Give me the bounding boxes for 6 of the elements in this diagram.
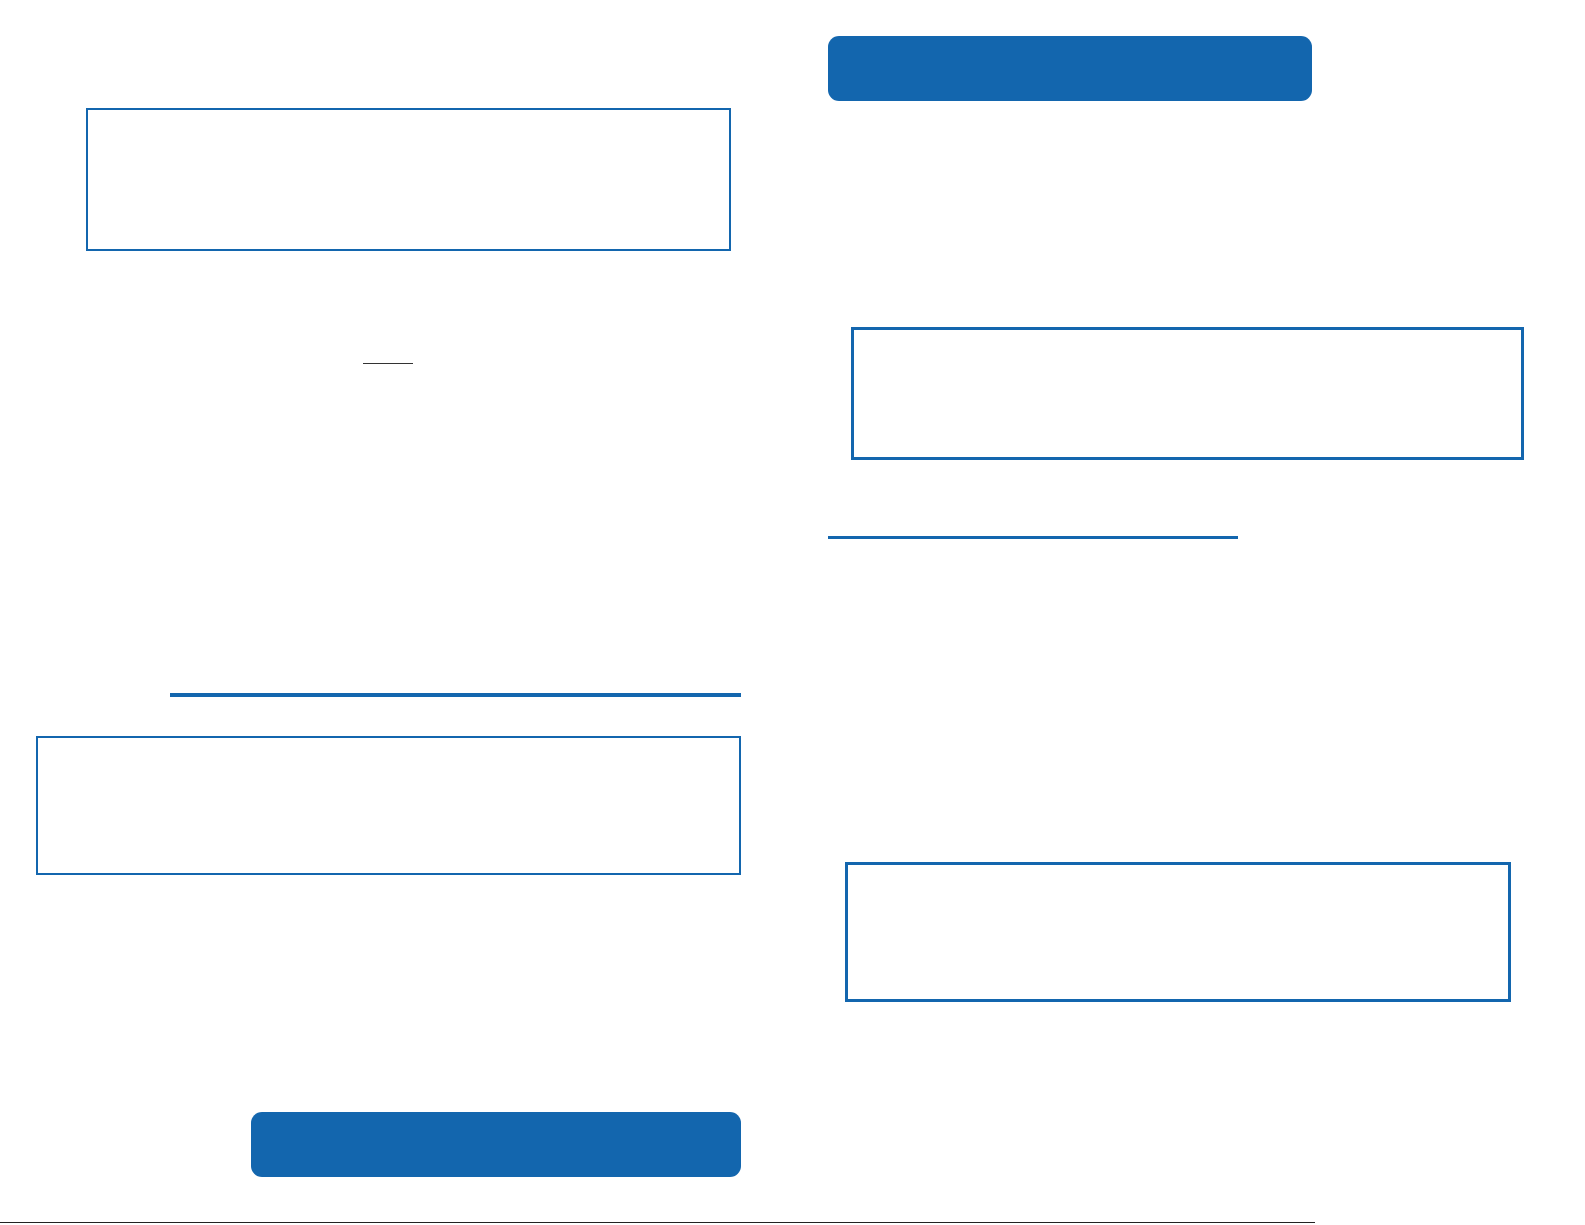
banner-bar — [828, 36, 1312, 101]
outlined-box — [845, 862, 1511, 1002]
outlined-box — [36, 736, 741, 875]
outlined-box — [86, 108, 731, 251]
banner-bar — [251, 1112, 741, 1177]
outlined-box — [851, 327, 1524, 460]
